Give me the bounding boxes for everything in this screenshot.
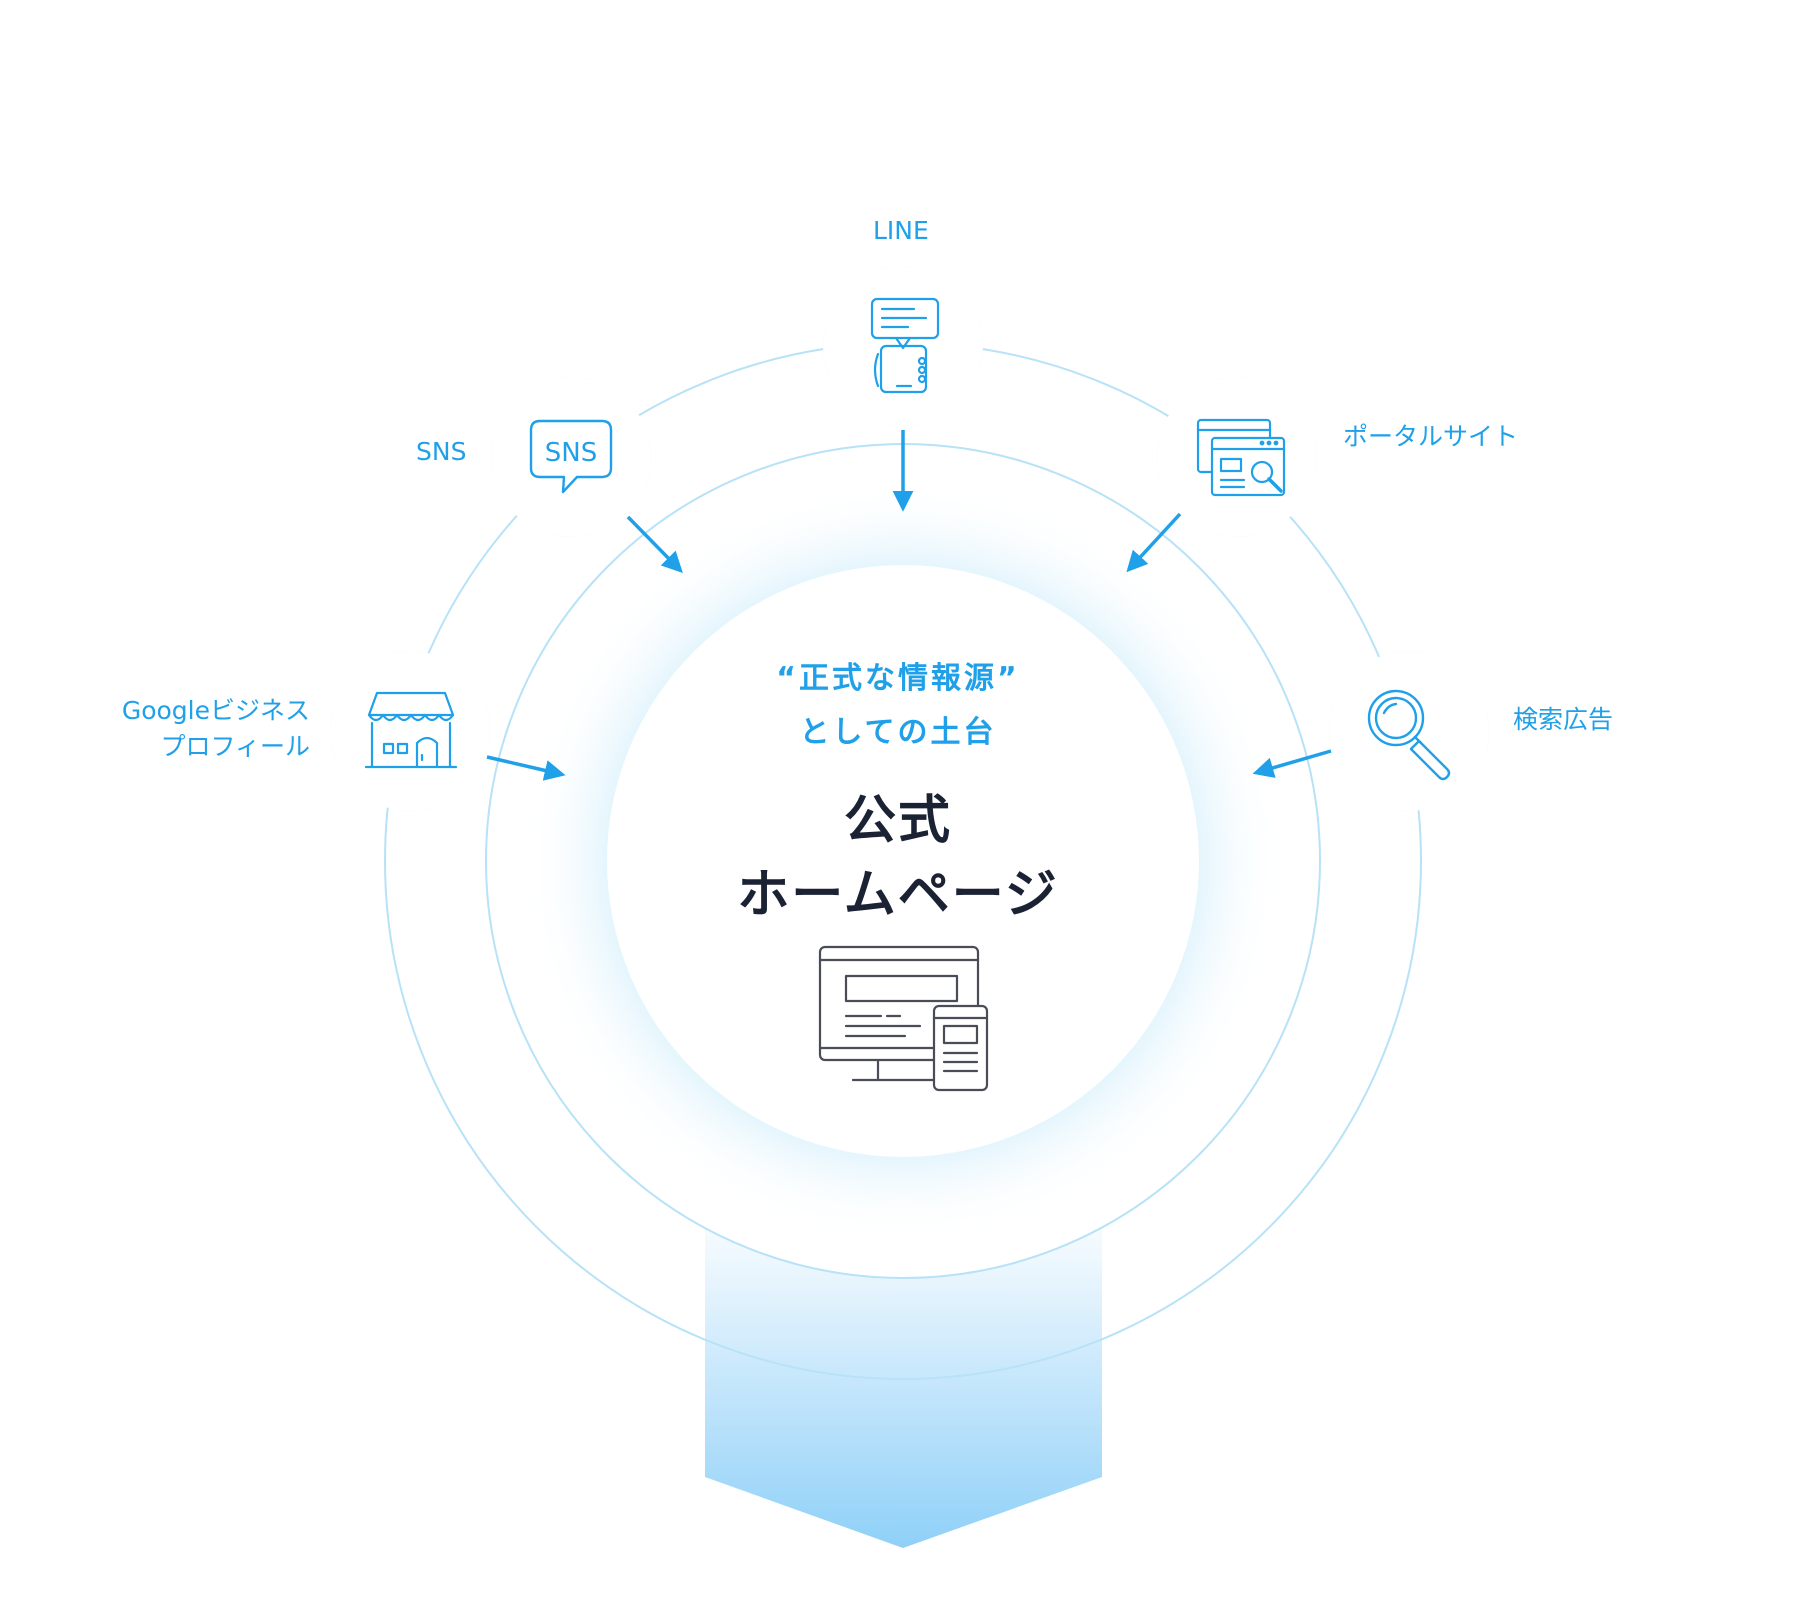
node-sns: SNS — [491, 377, 651, 537]
arrow-portal-to-center — [1126, 512, 1182, 573]
magnifier-icon — [1367, 689, 1451, 781]
sns-speech-bubble-icon: SNS — [529, 419, 613, 494]
center-subtitle-line1: “正式な情報源” — [776, 661, 1020, 696]
browser-search-icon — [1196, 418, 1286, 497]
center-circle — [607, 565, 1199, 1157]
label-sns: SNS — [416, 437, 467, 466]
label-google: Googleビジネス プロフィール — [90, 693, 310, 766]
label-google-line2: プロフィール — [160, 732, 310, 762]
label-search-ad: 検索広告 — [1513, 705, 1614, 734]
arrow-search-ad-to-center — [1252, 749, 1332, 778]
storefront-icon — [364, 691, 458, 769]
label-google-line1: Googleビジネス — [121, 696, 310, 725]
node-portal — [1157, 377, 1317, 537]
chat-smartphone-icon — [870, 297, 940, 394]
arrow-google-to-center — [486, 755, 566, 781]
label-line: LINE — [873, 216, 929, 245]
arrow-sns-to-center — [626, 515, 683, 574]
node-google — [330, 651, 490, 811]
center-title-line1: 公式 — [843, 791, 952, 851]
center-subtitle-line2: としての土台 — [799, 715, 997, 750]
node-search-ad — [1329, 651, 1489, 811]
center-title-line2: ホームページ — [737, 865, 1059, 925]
node-line — [823, 266, 983, 426]
label-portal: ポータルサイト — [1343, 422, 1519, 451]
svg-text:SNS: SNS — [545, 438, 597, 468]
website-monitor-smartphone-icon — [818, 945, 989, 1092]
